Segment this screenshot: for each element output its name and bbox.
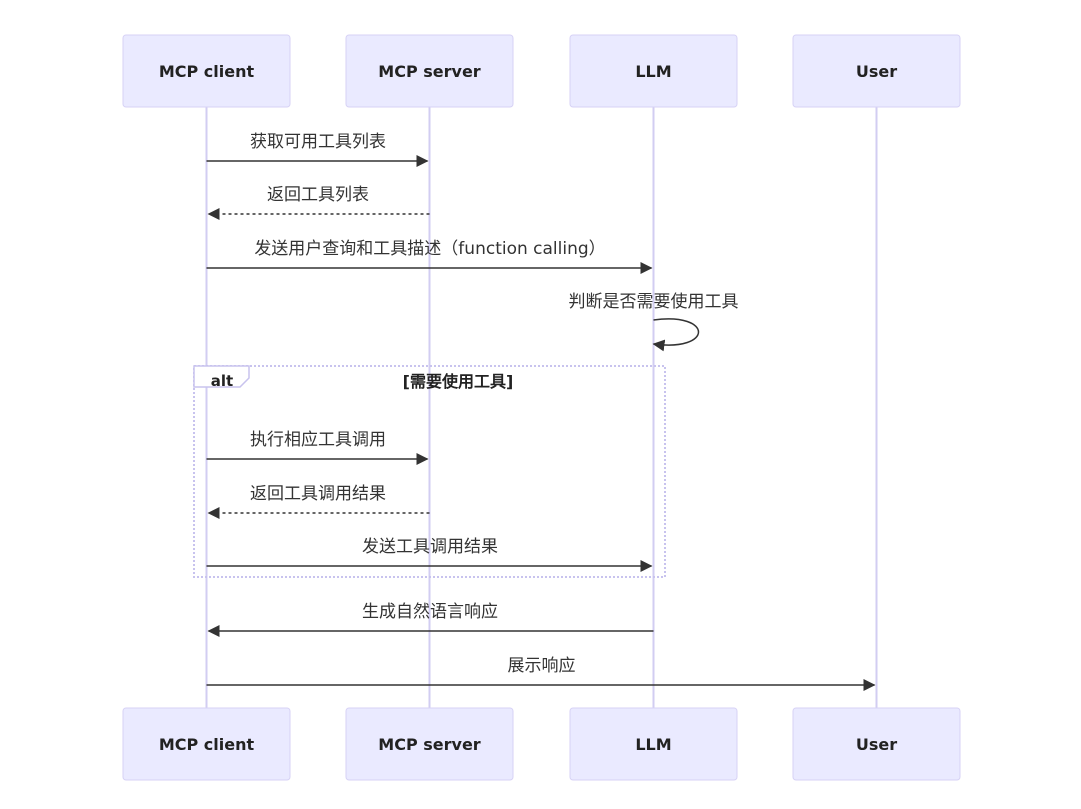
actor-box	[122, 34, 291, 108]
message-label: 执行相应工具调用	[250, 430, 386, 450]
actors-top: MCP client MCP server LLM User	[122, 34, 961, 108]
message-9: 展示响应	[206, 656, 876, 691]
actor-label: MCP client	[159, 735, 255, 754]
actor-top-mcp-server: MCP server	[345, 34, 514, 108]
actor-box	[792, 34, 961, 108]
message-label: 生成自然语言响应	[362, 602, 498, 622]
alt-frame	[193, 365, 666, 578]
message-3: 发送用户查询和工具描述（function calling）	[206, 239, 653, 274]
actor-box	[122, 707, 291, 781]
actor-label: User	[856, 735, 897, 754]
actor-bottom-user: User	[792, 707, 961, 781]
actor-bottom-llm: LLM	[569, 707, 738, 781]
message-label: 获取可用工具列表	[250, 132, 386, 152]
actor-bottom-mcp-server: MCP server	[345, 707, 514, 781]
message-label: 返回工具调用结果	[250, 484, 386, 504]
message-label: 返回工具列表	[267, 185, 369, 205]
actor-top-user: User	[792, 34, 961, 108]
message-5: 执行相应工具调用	[206, 430, 429, 465]
actor-box	[792, 707, 961, 781]
actor-box	[345, 707, 514, 781]
actor-label: MCP server	[378, 735, 481, 754]
message-label: 判断是否需要使用工具	[569, 291, 739, 312]
actor-bottom-mcp-client: MCP client	[122, 707, 291, 781]
message-label: 发送工具调用结果	[362, 537, 498, 557]
alt-condition: [需要使用工具]	[403, 372, 514, 391]
actor-box	[345, 34, 514, 108]
self-message-arrow	[652, 318, 699, 352]
alt-label: alt	[211, 372, 233, 390]
message-8: 生成自然语言响应	[207, 602, 654, 637]
actor-box	[569, 707, 738, 781]
actor-label: MCP client	[159, 62, 255, 81]
actor-top-llm: LLM	[569, 34, 738, 108]
actor-label: User	[856, 62, 897, 81]
alt-block: alt [需要使用工具]	[193, 365, 666, 578]
message-label: 展示响应	[508, 656, 576, 676]
actors-bottom: MCP client MCP server LLM User	[122, 707, 961, 781]
message-label: 发送用户查询和工具描述（function calling）	[254, 239, 605, 259]
actor-label: LLM	[635, 735, 671, 754]
actor-top-mcp-client: MCP client	[122, 34, 291, 108]
actor-box	[569, 34, 738, 108]
message-2: 返回工具列表	[207, 185, 430, 220]
message-1: 获取可用工具列表	[206, 132, 429, 167]
message-4: 判断是否需要使用工具	[569, 291, 739, 352]
actor-label: LLM	[635, 62, 671, 81]
alt-tab	[193, 365, 250, 388]
message-7: 发送工具调用结果	[206, 537, 653, 572]
actor-label: MCP server	[378, 62, 481, 81]
message-6: 返回工具调用结果	[207, 484, 430, 519]
lifelines	[205, 107, 878, 708]
